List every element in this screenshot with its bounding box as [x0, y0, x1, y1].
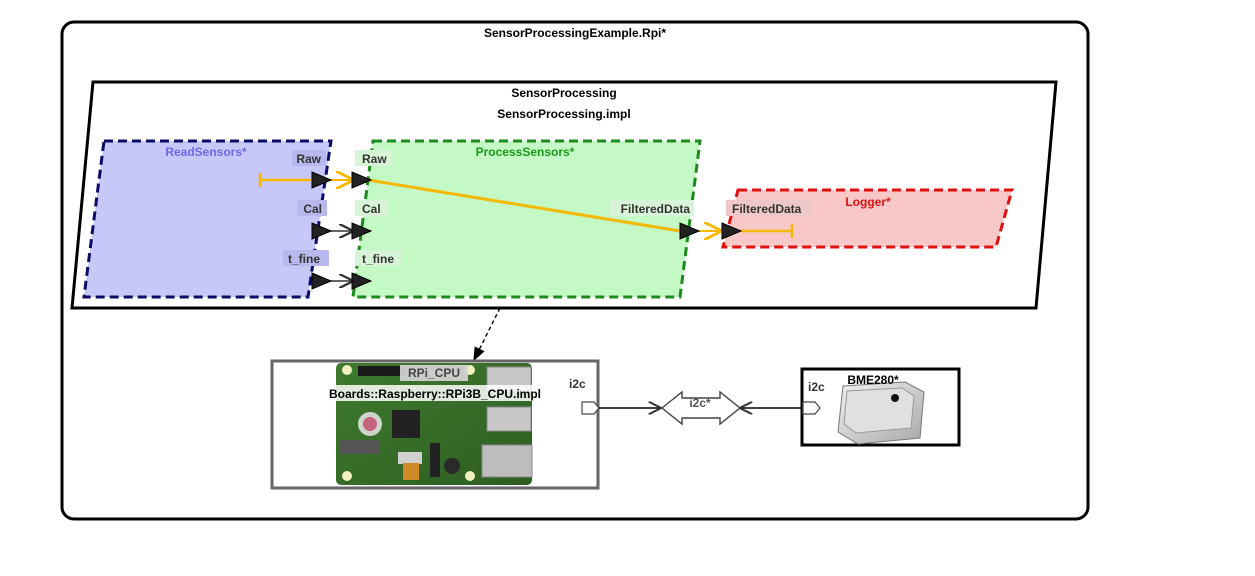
read-port-tfine-label: t_fine — [288, 252, 320, 266]
proc-out-port-filtered-icon[interactable] — [679, 222, 701, 240]
cpu-name-bg — [400, 365, 468, 381]
proc-port-tfine-bg — [355, 250, 401, 266]
cpu-bus-access-icon[interactable] — [581, 401, 600, 415]
read-port-cal-bg — [297, 200, 327, 216]
cpu-port-label: i2c — [569, 377, 586, 391]
thread-logger-label: Logger* — [845, 195, 891, 209]
read-out-port-cal-icon[interactable] — [311, 222, 333, 240]
logger-port-filtered-bg — [726, 200, 812, 216]
system-label: SensorProcessingExample.Rpi* — [484, 26, 666, 40]
device-name: BME280* — [847, 373, 899, 387]
proc-in-port-tfine-icon[interactable] — [351, 272, 373, 290]
read-port-cal-label: Cal — [303, 202, 322, 216]
proc-port-raw-bg — [355, 150, 391, 166]
cpu-impl: Boards::Raspberry::RPi3B_CPU.impl — [329, 387, 541, 401]
proc-port-raw-label: Raw — [362, 152, 387, 166]
proc-port-tfine-label: t_fine — [362, 252, 394, 266]
cpu-impl-bg — [316, 385, 554, 401]
raspberry-pi-board-icon — [336, 363, 533, 485]
device-port-label: i2c — [808, 380, 825, 394]
process-impl: SensorProcessing.impl — [497, 107, 630, 121]
proc-port-filtered-bg — [610, 200, 694, 216]
thread-processsensors-label: ProcessSensors* — [476, 145, 575, 159]
binding-process-cpu[interactable] — [473, 307, 501, 362]
read-out-port-tfine-icon[interactable] — [311, 272, 333, 290]
device-bus-access-icon[interactable] — [802, 401, 821, 415]
read-port-raw-label: Raw — [296, 152, 321, 166]
read-port-tfine-bg — [283, 250, 329, 266]
logger-in-port-filtered-icon[interactable] — [721, 222, 743, 240]
flow-path-process[interactable] — [367, 178, 681, 233]
bus-label: i2c* — [689, 396, 711, 410]
bme280-sensor-icon — [837, 381, 925, 445]
process-name: SensorProcessing — [511, 86, 616, 100]
read-port-raw-bg — [292, 150, 326, 166]
proc-in-port-cal-icon[interactable] — [351, 222, 373, 240]
thread-processsensors[interactable] — [351, 139, 702, 299]
thread-readsensors-label: ReadSensors* — [165, 145, 247, 159]
read-out-port-raw-icon[interactable] — [311, 171, 333, 189]
proc-port-cal-bg — [355, 200, 387, 216]
proc-in-port-raw-icon[interactable] — [351, 171, 373, 189]
proc-port-filtered-label: FilteredData — [621, 202, 691, 216]
proc-port-cal-label: Cal — [362, 202, 381, 216]
logger-port-filtered-label: FilteredData — [732, 202, 802, 216]
cpu-name: RPi_CPU — [408, 366, 460, 380]
